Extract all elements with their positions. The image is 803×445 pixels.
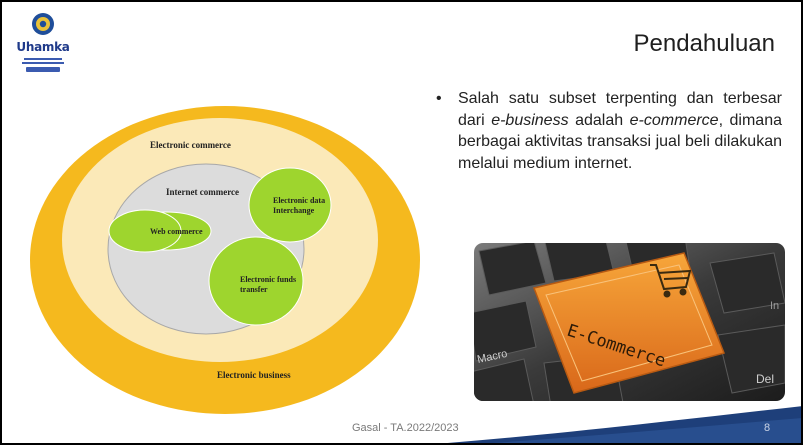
web-commerce-label: Web commerce	[150, 227, 203, 236]
edi-label-1: Electronic data	[273, 196, 325, 205]
electronic-business-label: Electronic business	[217, 370, 291, 380]
eft-label-2: transfer	[240, 285, 268, 294]
bullet-emphasis: e-commerce	[629, 111, 719, 129]
eft-label-1: Electronic funds	[240, 275, 296, 284]
bullet-text: Salah satu subset terpenting dan terbesa…	[458, 88, 782, 174]
ecommerce-diagram: Electronic commerce Electronic business …	[30, 106, 420, 414]
uhamka-logo: Uhamka	[16, 10, 70, 80]
bullet-text-part: , dimana berbagai aktivitas transaksi ju…	[458, 111, 782, 172]
bullet-emphasis: e-business	[491, 111, 569, 129]
bullet-item: • Salah satu subset terpenting dan terbe…	[436, 88, 782, 174]
bullet-text-part: adalah	[568, 111, 630, 129]
del-key-label: Del	[756, 372, 774, 386]
emblem-icon	[32, 13, 54, 35]
bullet-dot-icon: •	[436, 90, 442, 107]
shopping-cart-icon	[650, 264, 692, 298]
internet-commerce-label: Internet commerce	[166, 187, 239, 197]
page-number: 8	[764, 422, 771, 434]
logo-subtext-icon	[22, 58, 64, 72]
page-title: Pendahuluan	[633, 30, 775, 57]
edi-circle	[248, 167, 332, 243]
footer-swoosh	[447, 406, 801, 443]
edi-label-2: Interchange	[273, 206, 315, 215]
footer-text: Gasal - TA.2022/2023	[352, 422, 459, 434]
electronic-commerce-label: Electronic commerce	[150, 140, 231, 150]
in-key-label: In	[770, 300, 779, 312]
bullet-text-part: Salah satu subset terpenting dan terbesa…	[458, 90, 782, 129]
ecommerce-keyboard-image: E-Commerce Macro Del In	[474, 243, 785, 401]
logo-text: Uhamka	[16, 40, 70, 54]
web-commerce-left	[108, 209, 182, 253]
eft-circle	[208, 236, 304, 326]
